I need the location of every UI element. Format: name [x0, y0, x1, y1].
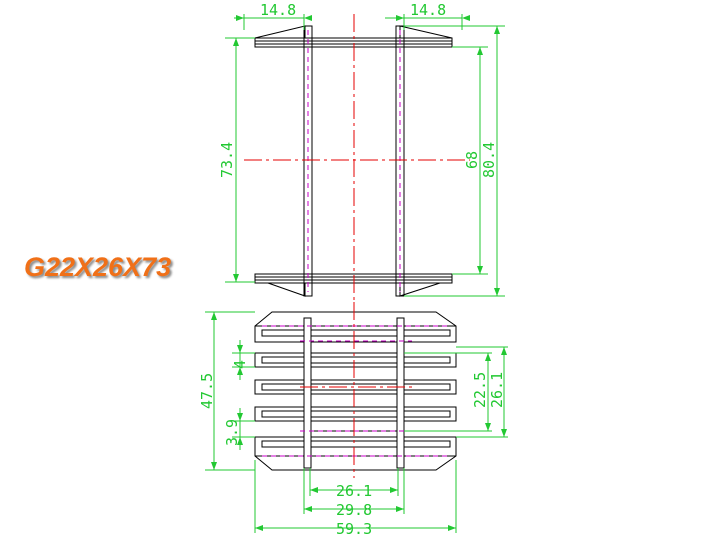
pin-row-2 — [254, 379, 457, 395]
pin-view-centerlines — [300, 302, 412, 478]
top-flange — [254, 25, 306, 39]
dim-bottom-mid-width: 29.8 — [336, 501, 372, 519]
dim-bottom-overall-width: 59.3 — [336, 520, 372, 538]
bottom-flange-left — [267, 282, 306, 297]
side-view-hidden — [307, 30, 401, 292]
dim-bottom-height: 47.5 — [198, 373, 216, 409]
dim-overall-height: 80.4 — [480, 142, 498, 178]
side-view-centerlines — [244, 14, 470, 308]
pin-view-bottom-bar — [254, 436, 457, 471]
side-view-arrows — [233, 15, 500, 296]
pin-view-top-bar — [254, 311, 457, 343]
top-flange-right — [399, 25, 453, 39]
pin-row-3 — [254, 406, 457, 422]
dim-core-width: 26.1 — [488, 372, 506, 408]
dim-top-right: 14.8 — [410, 1, 446, 19]
dim-inner-height: 73.4 — [218, 142, 236, 178]
pin-view-hidden — [262, 325, 450, 457]
dim-bottom-inner-width: 26.1 — [336, 482, 372, 500]
pin-view — [254, 311, 457, 471]
dim-pin-pitch: 3.9 — [223, 419, 241, 446]
pin-row-1 — [254, 352, 457, 368]
dim-window-width: 22.5 — [471, 372, 489, 408]
pin-view-arrows — [211, 312, 507, 531]
part-number-title: G22X26X73 — [24, 252, 172, 282]
side-view-dimensions — [225, 14, 505, 297]
dim-top-left: 14.8 — [260, 1, 296, 19]
dim-pin-thickness: 4 — [231, 360, 249, 369]
dim-window-height: 68 — [463, 151, 481, 169]
bottom-flange-right — [399, 282, 441, 297]
